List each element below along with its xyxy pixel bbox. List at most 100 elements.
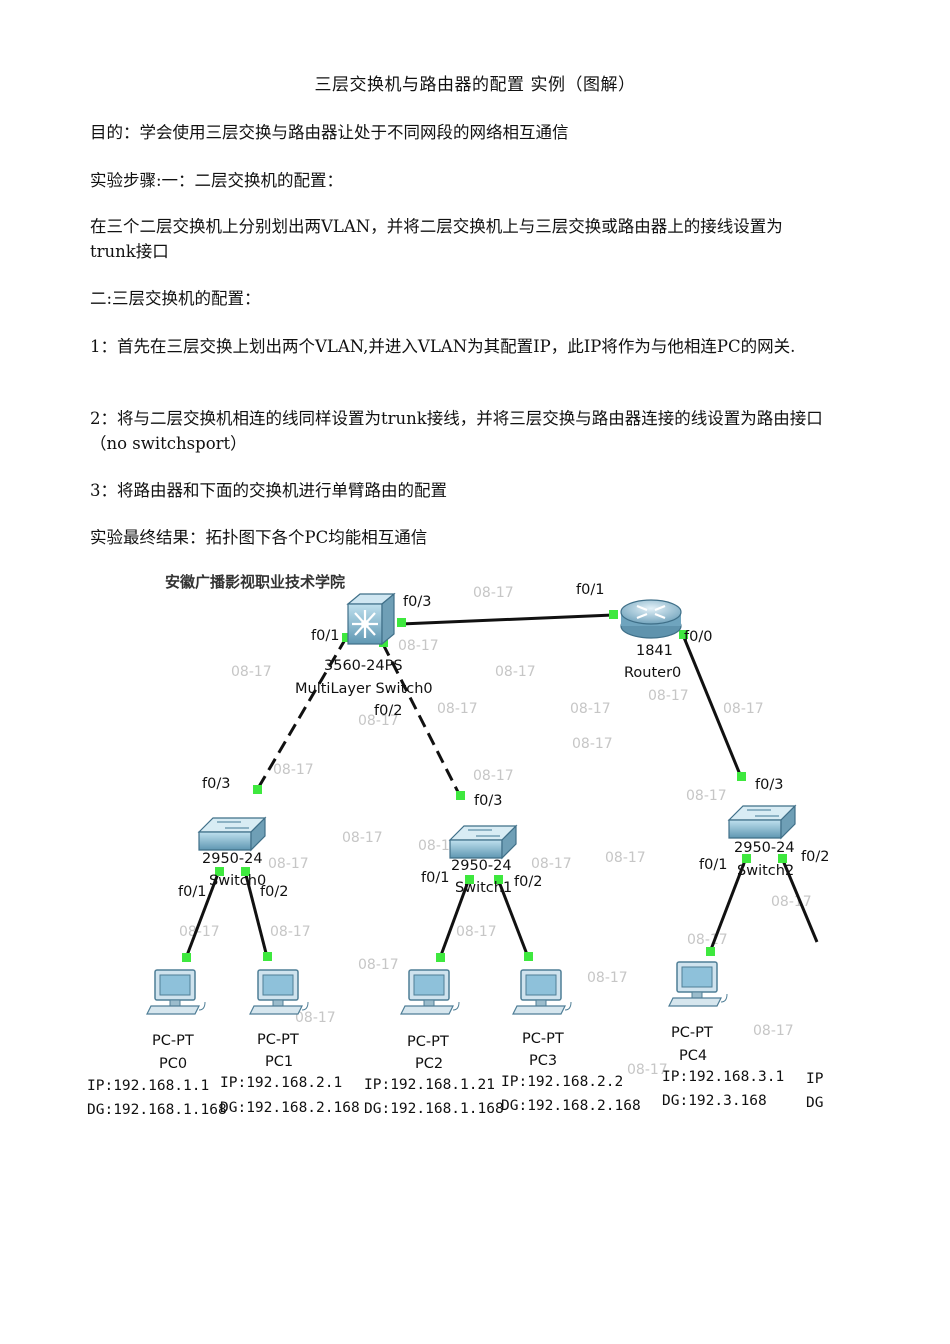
pc4-icon	[668, 961, 728, 1007]
watermark-text: 08-17	[531, 856, 572, 872]
watermark-text: 08-17	[398, 638, 439, 654]
link-mlswitch-switch1	[381, 643, 462, 797]
pc-ip-label: IP	[806, 1071, 824, 1087]
ml-switch-model: 3560-24PS	[324, 658, 403, 674]
switch0-icon	[198, 817, 266, 851]
port-label: f0/3	[474, 793, 502, 809]
router-name: Router0	[624, 665, 681, 681]
pc-ip-label: IP:192.168.3.1	[662, 1069, 784, 1085]
watermark-text: 08-17	[570, 701, 611, 717]
watermark-text: 08-17	[627, 1062, 668, 1078]
watermark-text: 08-17	[605, 850, 646, 866]
watermark-text: 08-17	[358, 713, 399, 729]
switch0-model: 2950-24	[202, 851, 263, 867]
port-label: f0/1	[311, 628, 339, 644]
switch2-icon	[728, 805, 796, 839]
watermark-text: 08-17	[723, 701, 764, 717]
watermark-text: 08-17	[587, 970, 628, 986]
watermark-text: 08-17	[273, 762, 314, 778]
watermark-text: 08-17	[771, 894, 812, 910]
switch2-name: Switch2	[737, 863, 794, 879]
pc-ip-label: IP:192.168.1.1	[87, 1078, 209, 1094]
switch2-model: 2950-24	[734, 840, 795, 856]
port-label: f0/1	[421, 870, 449, 886]
pc-type-label: PC-PT	[407, 1034, 449, 1050]
watermark-text: 08-17	[231, 664, 272, 680]
watermark-text: 08-17	[418, 838, 459, 854]
link-switch0-pc1	[243, 870, 269, 958]
port-label: f0/2	[801, 849, 829, 865]
pc-ip-label: IP:192.168.2.1	[220, 1075, 342, 1091]
link-switch2-pc4	[708, 857, 748, 953]
pc-gateway-label: DG	[806, 1095, 823, 1111]
watermark-text: 08-17	[473, 585, 514, 601]
port-label: f0/1	[699, 857, 727, 873]
pc-type-label: PC-PT	[671, 1025, 713, 1041]
pc3-icon	[512, 969, 572, 1015]
watermark-text: 08-17	[495, 664, 536, 680]
watermark-text: 08-17	[456, 924, 497, 940]
watermark-text: 08-17	[268, 856, 309, 872]
school-label: 安徽广播影视职业技术学院	[165, 573, 345, 591]
step2-item-3: 3：将路由器和下面的交换机进行单臂路由的配置	[90, 481, 447, 500]
port-label: f0/1	[576, 582, 604, 598]
multilayer-switch-icon	[346, 592, 396, 646]
router-model: 1841	[636, 643, 673, 659]
step2-item-1: 1：首先在三层交换上划出两个VLAN,并进入VLAN为其配置IP，此IP将作为与…	[90, 337, 796, 356]
pc-gateway-label: DG:192.168.1.168	[364, 1101, 504, 1117]
watermark-text: 08-17	[648, 688, 689, 704]
watermark-text: 08-17	[753, 1023, 794, 1039]
pc-name-label: PC4	[679, 1048, 707, 1064]
link-mlswitch-router	[400, 613, 614, 626]
pc-type-label: PC-PT	[257, 1032, 299, 1048]
pc-gateway-label: DG:192.168.2.168	[501, 1098, 641, 1114]
watermark-text: 08-17	[358, 957, 399, 973]
watermark-text: 08-17	[179, 924, 220, 940]
network-topology-diagram: 08-17 08-17 08-17 08-17 08-17 08-17 08-1…	[85, 560, 829, 1120]
link-mlswitch-switch0	[255, 637, 348, 791]
watermark-text: 08-17	[342, 830, 383, 846]
pc-name-label: PC3	[529, 1053, 557, 1069]
port-label: f0/3	[755, 777, 783, 793]
step2-item-2: 2：将与二层交换机相连的线同样设置为trunk接线，并将三层交换与路由器连接的线…	[90, 409, 823, 453]
pc1-icon	[249, 969, 309, 1015]
watermark-text: 08-17	[473, 768, 514, 784]
pc2-icon	[400, 969, 460, 1015]
pc-name-label: PC2	[415, 1056, 443, 1072]
switch1-model: 2950-24	[451, 858, 512, 874]
watermark-text: 08-17	[270, 924, 311, 940]
link-switch2-pc5	[780, 857, 819, 943]
pc-gateway-label: DG:192.3.168	[662, 1093, 767, 1109]
port-label: f0/2	[514, 874, 542, 890]
port-label: f0/3	[202, 776, 230, 792]
pc-ip-label: IP:192.168.2.2	[501, 1074, 623, 1090]
step2-heading: 二:三层交换机的配置：	[90, 289, 261, 308]
port-label: f0/2	[260, 884, 288, 900]
result-paragraph: 实验最终结果：拓扑图下各个PC均能相互通信	[90, 528, 428, 547]
ml-switch-name: MultiLayer Switch0	[295, 681, 433, 697]
watermark-text: 08-17	[686, 788, 727, 804]
switch0-name: Switch0	[209, 873, 266, 889]
watermark-text: 08-17	[572, 736, 613, 752]
pc-ip-label: IP:192.168.1.21	[364, 1077, 495, 1093]
link-switch1-pc3	[496, 878, 530, 958]
network-links	[184, 613, 819, 959]
link-switch1-pc2	[438, 878, 471, 959]
watermark-text: 08-17	[295, 1010, 336, 1026]
port-label: f0/0	[684, 629, 712, 645]
purpose-paragraph: 目的：学会使用三层交换与路由器让处于不同网段的网络相互通信	[90, 123, 569, 142]
link-router-switch2	[681, 634, 743, 778]
port-label: f0/3	[403, 594, 431, 610]
port-status-dots	[182, 610, 787, 962]
port-label: f0/2	[374, 703, 402, 719]
link-switch0-pc0	[184, 870, 221, 959]
pc-gateway-label: DG:192.168.1.168	[87, 1102, 227, 1118]
pc0-icon	[146, 969, 206, 1015]
pc-name-label: PC1	[265, 1054, 293, 1070]
pc-name-label: PC0	[159, 1056, 187, 1072]
switch1-icon	[449, 825, 517, 859]
port-label: f0/1	[178, 884, 206, 900]
step1-paragraph: 在三个二层交换机上分别划出两VLAN，并将二层交换机上与三层交换或路由器上的接线…	[90, 217, 783, 261]
pc-gateway-label: DG:192.168.2.168	[220, 1100, 360, 1116]
watermark-text: 08-17	[437, 701, 478, 717]
